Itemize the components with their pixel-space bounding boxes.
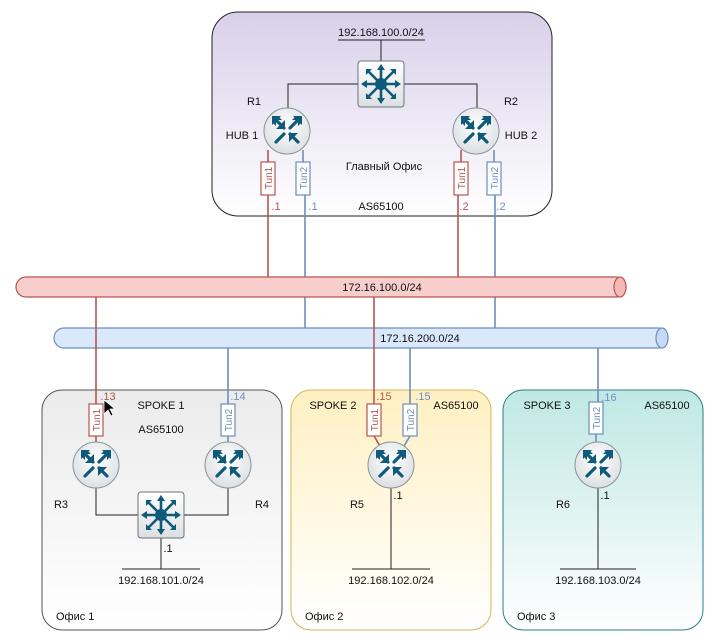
hq-tunnel-lines [267,150,496,330]
r1-tun2-box[interactable]: Tun2 [295,161,311,196]
hq-lan-label: 192.168.100.0/24 [338,27,424,39]
office1-switch-icon[interactable] [136,490,186,540]
net2-label: 172.16.200.0/24 [380,333,460,345]
office3-as: AS65100 [644,400,689,412]
r2-tun1-label: Tun1 [457,166,468,189]
spoke-tunnel-lines [95,297,599,447]
r4-router-icon[interactable] [203,440,253,490]
r2-tun2-label: Tun2 [490,166,501,189]
office3-group [502,389,704,631]
network-pipe-172-16-200: 172.16.200.0/24 [53,327,669,349]
office1-spoke: SPOKE 1 [137,400,184,412]
r3-tun1-addr: .13 [100,391,115,403]
r1-router-icon[interactable] [262,106,312,156]
r5-router-icon[interactable] [366,440,416,490]
r2-name: R2 [504,96,518,108]
r3-tun1-label: Tun1 [92,408,103,431]
hq-lan-links [287,39,478,108]
r5-tun1-label: Tun1 [370,408,381,431]
office1-switch-addr: .1 [163,543,172,555]
r4-tun2-addr: .14 [230,391,245,403]
office2-label: Офис 2 [305,611,343,623]
r1-tun1-box[interactable]: Tun1 [260,161,276,196]
r1-tun1-label: Tun1 [264,166,275,189]
r1-tun1-addr: .1 [271,201,280,213]
r2-tun1-addr: .2 [459,201,468,213]
office3-label: Офис 3 [517,611,555,623]
office2-lan: 192.168.102.0/24 [348,575,434,587]
r6-router-icon[interactable] [573,440,623,490]
r2-tun2-box[interactable]: Tun2 [486,161,502,196]
office1-as: AS65100 [138,424,183,436]
office1-label: Офис 1 [56,611,94,623]
hq-as: AS65100 [358,201,403,213]
r5-tun2-addr: .15 [415,391,430,403]
r3-name: R3 [54,499,68,511]
r6-name: R6 [556,499,570,511]
hq-switch-icon[interactable] [356,59,406,109]
r6-lan-addr: .1 [600,490,609,502]
r2-tun2-addr: .2 [496,201,505,213]
office1-lan: 192.168.101.0/24 [118,575,204,587]
office2-spoke: SPOKE 2 [309,400,356,412]
office3-lan: 192.168.103.0/24 [555,575,641,587]
r1-role: HUB 1 [226,130,258,142]
r1-name: R1 [247,96,261,108]
r4-tun2-box[interactable]: Tun2 [220,403,236,437]
r2-router-icon[interactable] [451,106,501,156]
r3-tun1-box[interactable]: Tun1 [88,403,104,437]
r2-tun1-box[interactable]: Tun1 [453,161,469,196]
net1-label: 172.16.100.0/24 [342,282,422,294]
r3-router-icon[interactable] [71,440,121,490]
r5-tun1-box[interactable]: Tun1 [366,403,382,437]
r6-tun2-box[interactable]: Tun2 [588,401,604,435]
r1-tun2-label: Tun2 [299,166,310,189]
network-pipe-172-16-100: 172.16.100.0/24 [15,276,627,298]
cursor-icon [103,399,117,417]
r4-name: R4 [255,499,269,511]
r5-name: R5 [350,499,364,511]
office3-spoke: SPOKE 3 [523,400,570,412]
r4-tun2-label: Tun2 [224,408,235,431]
r5-tun1-addr: .15 [376,391,391,403]
hq-label: Главный Офис [346,161,423,173]
office2-as: AS65100 [433,400,478,412]
r2-role: HUB 2 [505,130,537,142]
office-lan-links [95,486,636,570]
r6-tun2-addr: .16 [601,392,616,404]
r5-tun2-label: Tun2 [406,408,417,431]
r5-tun2-box[interactable]: Tun2 [402,403,418,437]
tun-boxes: Tun1 Tun2 Tun1 Tun2 Tun1 Tun2 Tun1 Tun2 [88,161,604,437]
r5-lan-addr: .1 [393,490,402,502]
r6-tun2-label: Tun2 [592,406,603,429]
r1-tun2-addr: .1 [308,201,317,213]
